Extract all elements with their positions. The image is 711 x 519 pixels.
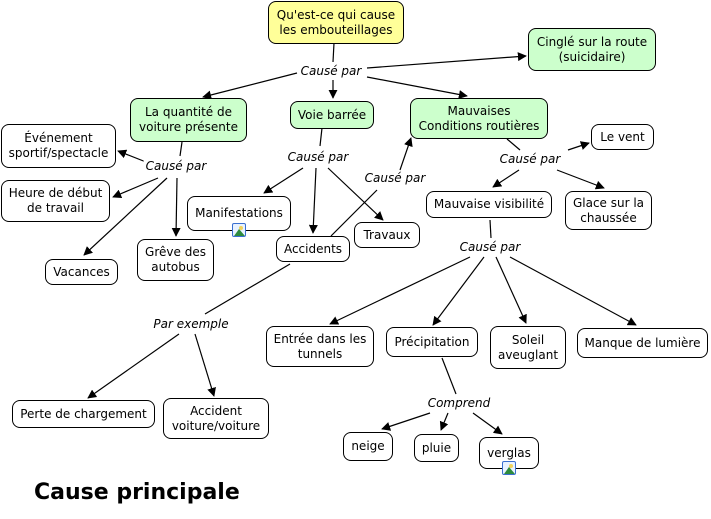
link-label-accidents: Causé par bbox=[362, 171, 428, 185]
edge-root-to-label bbox=[332, 42, 335, 63]
concept-perte-chargement[interactable]: Perte de chargement bbox=[12, 400, 155, 428]
edge-visibilite-to-label bbox=[489, 219, 492, 239]
edge-label-to-vacances bbox=[83, 177, 168, 256]
edge-label-to-accidents bbox=[308, 167, 318, 234]
edge-label-to-neige bbox=[381, 412, 431, 431]
edge-label-to-precipitation bbox=[432, 256, 485, 326]
concept-manque-lumiere[interactable]: Manque de lumière bbox=[577, 328, 708, 358]
concept-heure[interactable]: Heure de début de travail bbox=[1, 180, 110, 222]
concept-pluie[interactable]: pluie bbox=[414, 434, 459, 462]
link-label-mauvaises: Causé par bbox=[497, 152, 563, 166]
edge-label-to-evenement bbox=[117, 149, 147, 163]
edge-label-to-pluie bbox=[439, 412, 449, 431]
edge-label-to-glace bbox=[556, 169, 605, 190]
edge-label-to-verglas bbox=[472, 412, 503, 435]
edge-label-to-mauvaises bbox=[366, 76, 468, 99]
concept-travaux[interactable]: Travaux bbox=[354, 222, 420, 248]
edge-exemple-to-perte bbox=[87, 333, 180, 399]
edge-label-to-quantite bbox=[202, 72, 298, 100]
edge-mauvaises-to-label bbox=[506, 138, 521, 151]
image-resource-icon[interactable] bbox=[232, 223, 246, 237]
page-title: Cause principale bbox=[34, 480, 240, 505]
concept-accident-voiture[interactable]: Accident voiture/voiture bbox=[163, 398, 269, 439]
edge-label-to-visibilite bbox=[492, 169, 520, 188]
edge-precipitation-to-label bbox=[441, 357, 457, 395]
link-label-comprend: Comprend bbox=[425, 396, 493, 410]
edge-label-to-heure bbox=[112, 177, 159, 198]
concept-tunnels[interactable]: Entrée dans les tunnels bbox=[266, 326, 374, 367]
image-resource-icon[interactable] bbox=[502, 461, 516, 475]
concept-mauvaise-visibilite[interactable]: Mauvaise visibilité bbox=[426, 191, 552, 218]
edge-quantite-to-label bbox=[179, 141, 183, 157]
edge-accidents-to-label bbox=[330, 189, 378, 237]
concept-voie-barree[interactable]: Voie barrée bbox=[290, 101, 374, 129]
edge-voie-to-label bbox=[319, 127, 323, 147]
concept-quantite[interactable]: La quantité de voiture présente bbox=[130, 98, 247, 142]
edge-label-to-levent bbox=[567, 141, 590, 151]
link-label-voie: Causé par bbox=[285, 150, 351, 164]
edge-label-to-mauvaises-2 bbox=[399, 137, 413, 171]
edge-exemple-to-accident-vv bbox=[194, 333, 216, 397]
edge-accidents-to-exemple bbox=[204, 263, 291, 315]
concept-glace[interactable]: Glace sur la chaussée bbox=[565, 191, 652, 230]
edge-label-to-tunnels bbox=[329, 256, 471, 325]
root-concept[interactable]: Qu'est-ce qui cause les embouteillages bbox=[268, 1, 404, 44]
edge-label-to-soleil bbox=[495, 256, 527, 324]
link-label-root: Causé par bbox=[298, 64, 364, 78]
concept-cingle[interactable]: Cinglé sur la route (suicidaire) bbox=[528, 28, 656, 71]
edge-label-to-cingle bbox=[366, 52, 527, 69]
edge-label-to-travaux bbox=[327, 167, 384, 221]
concept-evenement[interactable]: Événement sportif/spectacle bbox=[1, 124, 116, 168]
concept-precipitation[interactable]: Précipitation bbox=[386, 327, 478, 357]
link-label-visibilite: Causé par bbox=[457, 240, 523, 254]
concept-accidents[interactable]: Accidents bbox=[276, 236, 350, 262]
concept-soleil[interactable]: Soleil aveuglant bbox=[490, 326, 566, 369]
concept-greve[interactable]: Grêve des autobus bbox=[137, 239, 214, 281]
link-label-exemple: Par exemple bbox=[151, 317, 231, 331]
link-label-quantite: Causé par bbox=[143, 159, 209, 173]
edge-label-to-manque bbox=[509, 256, 637, 326]
concept-vacances[interactable]: Vacances bbox=[45, 259, 118, 285]
concept-le-vent[interactable]: Le vent bbox=[591, 124, 654, 150]
concept-mauvaises-conditions[interactable]: Mauvaises Conditions routières bbox=[410, 98, 548, 139]
edge-label-to-greve bbox=[171, 177, 181, 237]
edge-label-to-manifestations bbox=[263, 167, 304, 194]
concept-neige[interactable]: neige bbox=[343, 432, 393, 461]
concept-manifestations[interactable]: Manifestations bbox=[187, 196, 291, 231]
